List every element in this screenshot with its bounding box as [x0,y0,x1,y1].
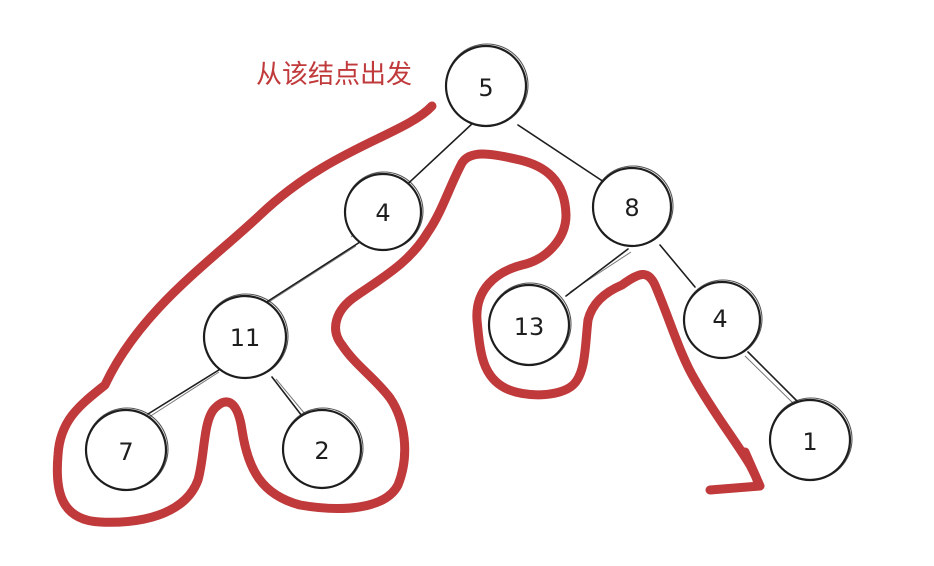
arrow-head [705,447,765,495]
node-label: 13 [514,313,545,341]
node-right-right: 4 [682,279,763,360]
node-left: 4 [343,171,424,252]
node-label: 11 [230,324,261,352]
node-right-right-right: 1 [768,397,853,482]
node-right: 8 [591,165,674,248]
node-label: 2 [314,437,329,465]
edge-8-4b [659,244,696,288]
node-left-left-right: 2 [281,407,364,490]
node-left-left: 11 [202,293,289,380]
traversal-path [52,101,763,527]
edge-11-2 [271,376,303,417]
node-label: 4 [375,199,390,227]
node-label: 5 [478,74,493,102]
edge-4-11 [261,241,361,306]
tree-nodes: 5 4 8 11 13 4 7 [84,43,853,492]
node-root: 5 [444,43,529,128]
node-label: 1 [802,428,817,456]
node-right-left: 13 [487,282,572,367]
tree-edges [145,121,801,420]
edge-5-8 [517,124,605,183]
node-left-left-left: 7 [84,407,169,492]
edge-11-7 [147,367,223,415]
start-annotation: 从该结点出发 [256,60,412,90]
edge-4b-1 [747,351,801,405]
node-label: 4 [712,305,727,333]
node-label: 7 [118,438,133,466]
node-label: 8 [624,194,639,222]
